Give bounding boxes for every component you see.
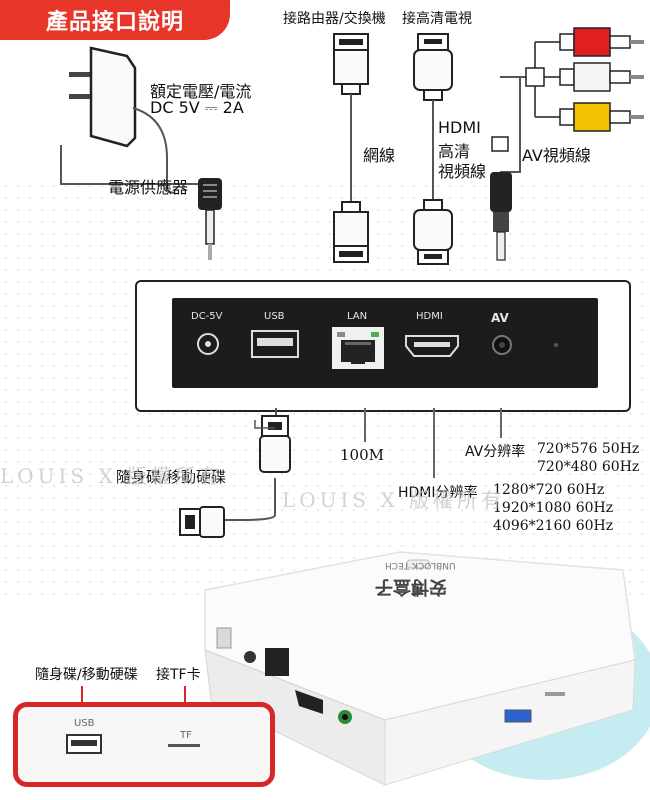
av-port-label: AV — [491, 311, 509, 325]
usb-drive-plug-icon — [179, 506, 225, 538]
hdmi-port-icon — [405, 335, 459, 357]
usb-plug-icon — [259, 415, 291, 473]
av-cable-label: AV視頻線 — [522, 146, 591, 165]
rated-voltage-value: DC 5V ⎓ 2A — [150, 98, 244, 117]
hdmi-resolution-label: HDMI分辨率 — [398, 485, 478, 501]
rated-voltage-label: 額定電壓/電流 — [150, 82, 252, 101]
av-res-1: 720*576 50Hz — [537, 441, 640, 457]
usb-hdd-label-bottom: 隨身碟/移動硬碟 — [35, 667, 138, 683]
hd-tv-label: 接高清電視 — [402, 11, 472, 27]
side-ports-callout — [13, 702, 275, 787]
device-photo — [204, 551, 636, 786]
usb-port-icon — [251, 330, 299, 358]
hdmi-cable-label-2: 高清 — [438, 142, 471, 161]
port-panel — [172, 298, 598, 388]
lan-speed-label: 100M — [340, 446, 384, 464]
side-usb-label: USB — [74, 718, 95, 729]
hdmi-cable-label-3: 視頻線 — [438, 162, 487, 181]
hdmi-res-2: 1920*1080 60Hz — [493, 500, 614, 516]
av-res-2: 720*480 60Hz — [537, 459, 640, 475]
page-title: 產品接口說明 — [0, 0, 230, 40]
power-cable — [60, 183, 210, 185]
av-resolution-label: AV分辨率 — [465, 444, 526, 460]
dc-port-label: DC-5V — [191, 311, 223, 322]
watermark: LOUIS X 版權所有 — [0, 464, 224, 488]
hdmi-port-label: HDMI — [416, 311, 443, 322]
power-supply-label: 電源供應器 — [108, 178, 189, 197]
hdmi-res-1: 1280*720 60Hz — [493, 482, 605, 498]
dc-port-icon — [197, 333, 219, 355]
watermark: LOUIS X 版權所有 — [282, 488, 506, 512]
hdmi-res-3: 4096*2160 60Hz — [493, 518, 614, 534]
power-cable — [60, 145, 62, 185]
hdmi-cable-label: HDMI — [438, 118, 481, 137]
usb-cable-line — [208, 420, 276, 521]
usb-port-label: USB — [264, 311, 285, 322]
lan-port-label: LAN — [347, 311, 368, 322]
router-switch-label: 接路由器/交換機 — [283, 11, 386, 27]
dc-plug-icon — [198, 178, 222, 260]
network-cable-icon — [333, 33, 369, 263]
tf-card-label: 接TF卡 — [156, 667, 201, 683]
hdmi-line — [433, 408, 435, 478]
usb-cable — [275, 408, 277, 420]
av-cable-icon — [490, 27, 644, 261]
network-cable-label: 網線 — [363, 146, 396, 165]
usb-hdd-label-top: 隨身碟/移動硬碟 — [116, 468, 227, 486]
av-port-icon — [492, 335, 512, 355]
side-tf-label: TF — [180, 730, 192, 741]
power-adapter-icon — [69, 46, 175, 194]
tf-callout-line — [184, 686, 186, 708]
side-usb-port-icon — [66, 734, 102, 754]
indicator-dot — [554, 343, 558, 347]
device-brand: 安博盒子 — [375, 576, 447, 597]
device-logo-text: UNBLOCK TECH — [385, 560, 456, 570]
hdmi-cable-icon — [413, 33, 453, 265]
tf-slot-icon — [168, 744, 200, 747]
usb-callout-line — [81, 686, 83, 708]
lan-line — [364, 408, 366, 442]
lan-port-icon — [332, 327, 384, 369]
av-line — [500, 408, 502, 438]
